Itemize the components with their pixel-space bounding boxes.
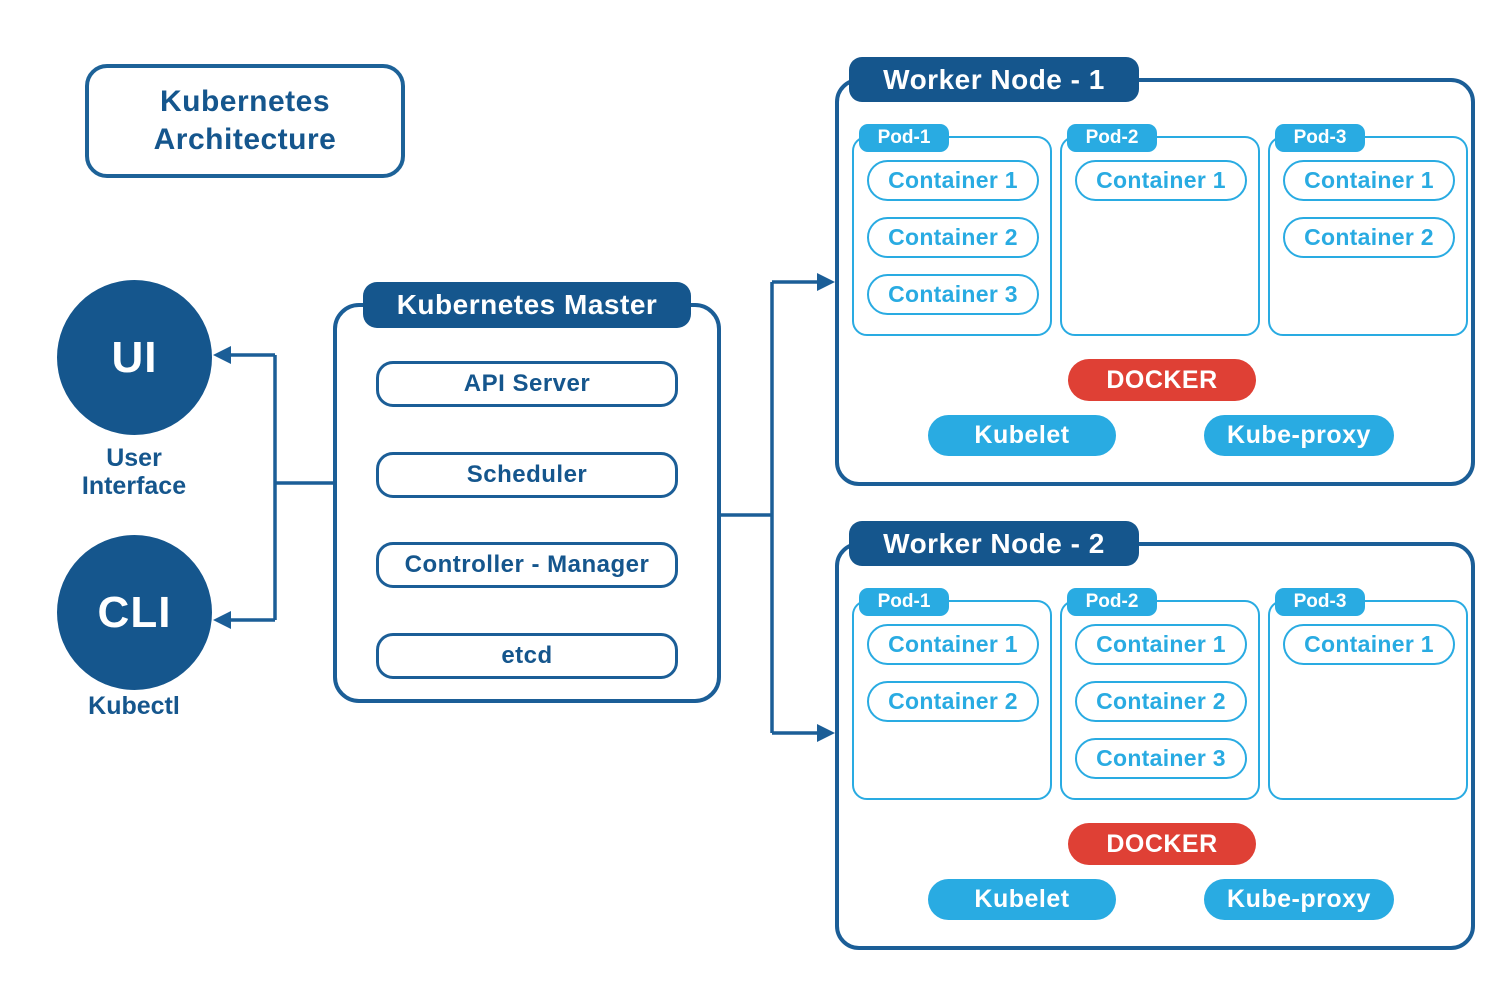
cli-circle: CLI (57, 535, 212, 690)
worker-2-docker-pill: DOCKER (1068, 823, 1256, 865)
container-box: Container 1 (867, 624, 1039, 665)
pod-label: Pod-2 (1067, 124, 1157, 152)
master-component-controller-manager: Controller - Manager (376, 542, 678, 588)
kubernetes-master-header: Kubernetes Master (363, 282, 691, 328)
ui-caption: User Interface (39, 444, 229, 500)
master-to-actors-line (230, 353, 333, 622)
master-to-workers-line (721, 280, 818, 735)
worker-node-2: Worker Node - 2 Pod-1 Container 1 Contai… (835, 521, 1475, 950)
ui-circle-label: UI (111, 332, 158, 382)
worker-node-1: Worker Node - 1 Pod-1 Container 1 Contai… (835, 57, 1475, 486)
container-box: Container 2 (867, 217, 1039, 258)
container-box: Container 2 (1283, 217, 1455, 258)
container-box: Container 1 (1075, 160, 1247, 201)
container-box: Container 3 (1075, 738, 1247, 779)
worker-1-pod-1: Pod-1 Container 1 Container 2 Container … (852, 124, 1052, 336)
container-box: Container 2 (867, 681, 1039, 722)
arrowhead-to-ui (213, 346, 231, 364)
worker-node-2-header: Worker Node - 2 (849, 521, 1139, 566)
cli-caption: Kubectl (39, 692, 229, 720)
diagram-title-line1: Kubernetes (159, 85, 331, 118)
container-box: Container 2 (1075, 681, 1247, 722)
pod-label: Pod-1 (859, 124, 949, 152)
worker-2-pod-3: Pod-3 Container 1 (1268, 588, 1468, 800)
worker-1-docker-pill: DOCKER (1068, 359, 1256, 401)
worker-1-pod-3: Pod-3 Container 1 Container 2 (1268, 124, 1468, 336)
worker-2-pod-1: Pod-1 Container 1 Container 2 (852, 588, 1052, 800)
arrowhead-to-worker-2 (817, 724, 835, 742)
worker-1-kubelet-pill: Kubelet (928, 415, 1116, 456)
kubernetes-master-box: Kubernetes Master API Server Scheduler C… (333, 282, 721, 703)
master-component-api-server: API Server (376, 361, 678, 407)
worker-1-kube-proxy-pill: Kube-proxy (1204, 415, 1394, 456)
worker-2-pod-2: Pod-2 Container 1 Container 2 Container … (1060, 588, 1260, 800)
pod-label: Pod-1 (859, 588, 949, 616)
cli-caption-line1: Kubectl (88, 692, 180, 720)
container-box: Container 3 (867, 274, 1039, 315)
worker-1-pod-2: Pod-2 Container 1 (1060, 124, 1260, 336)
master-component-etcd: etcd (376, 633, 678, 679)
ui-caption-line2: Interface (81, 472, 187, 500)
container-box: Container 1 (1075, 624, 1247, 665)
pod-label: Pod-3 (1275, 588, 1365, 616)
worker-node-1-header: Worker Node - 1 (849, 57, 1139, 102)
pod-label: Pod-2 (1067, 588, 1157, 616)
ui-caption-line1: User (106, 444, 162, 472)
master-component-scheduler: Scheduler (376, 452, 678, 498)
container-box: Container 1 (867, 160, 1039, 201)
diagram-title-line2: Architecture (153, 123, 337, 156)
container-box: Container 1 (1283, 160, 1455, 201)
arrowhead-to-cli (213, 611, 231, 629)
worker-2-kubelet-pill: Kubelet (928, 879, 1116, 920)
container-box: Container 1 (1283, 624, 1455, 665)
diagram-title: Kubernetes Architecture (85, 64, 405, 178)
ui-circle: UI (57, 280, 212, 435)
arrowhead-to-worker-1 (817, 273, 835, 291)
pod-label: Pod-3 (1275, 124, 1365, 152)
worker-2-kube-proxy-pill: Kube-proxy (1204, 879, 1394, 920)
cli-circle-label: CLI (97, 587, 172, 637)
